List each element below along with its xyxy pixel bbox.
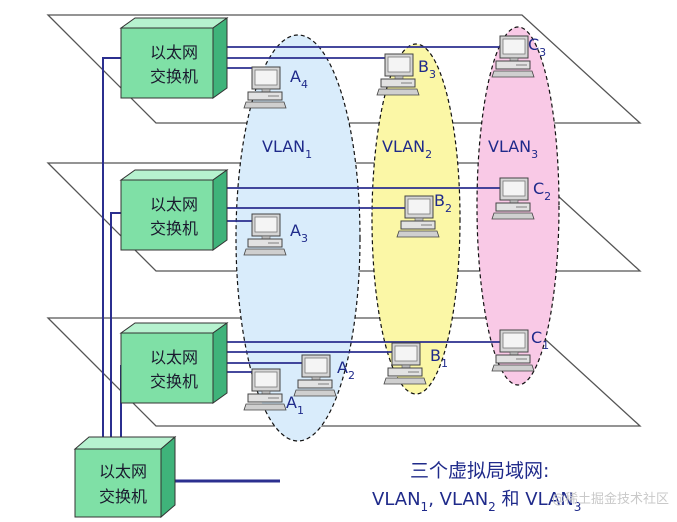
host-label-a2: A2 (337, 358, 355, 382)
switch-floor-3: 以太网 交换机 (119, 17, 229, 99)
uplinks (102, 57, 280, 483)
vlan1-region (235, 34, 361, 442)
host-label-b2: B2 (434, 191, 452, 215)
watermark: @稀土掘金技术社区 (552, 491, 669, 507)
switch-main: 以太网 交换机 (73, 435, 177, 519)
vlan3-label: VLAN3 (488, 137, 538, 161)
switch-label-line2: 交换机 (150, 67, 198, 86)
switch-label-line1: 以太网 (150, 348, 198, 367)
caption: 三个虚拟局域网: VLAN1, VLAN2 和 VLAN3 (372, 460, 581, 514)
host-labels: A4 A3 A2 A1 B3 B2 B1 C3 C2 C1 (286, 35, 551, 417)
switch-label-line1: 以太网 (150, 43, 198, 62)
switch-label-line1: 以太网 (99, 462, 147, 481)
switch-label-line1: 以太网 (150, 195, 198, 214)
host-label-b1: B1 (430, 346, 448, 370)
vlan1-label: VLAN1 (262, 137, 312, 161)
vlan2-label: VLAN2 (382, 137, 432, 161)
host-label-a3: A3 (290, 221, 308, 245)
switch-floor-1: 以太网 交换机 (119, 322, 229, 404)
vlan-labels: VLAN1 VLAN2 VLAN3 (262, 137, 538, 161)
switch-label-line2: 交换机 (99, 487, 147, 506)
host-label-b3: B3 (418, 57, 436, 81)
host-label-c1: C1 (531, 328, 549, 352)
caption-line2: VLAN1, VLAN2 和 VLAN3 (372, 489, 581, 514)
switch-label-line2: 交换机 (150, 219, 198, 238)
host-label-c3: C3 (528, 35, 546, 59)
host-label-c2: C2 (533, 179, 551, 203)
host-label-a1: A1 (286, 393, 304, 417)
switch-label-line2: 交换机 (150, 372, 198, 391)
caption-line1: 三个虚拟局域网: (410, 460, 549, 482)
host-label-a4: A4 (290, 67, 308, 91)
switch-floor-2: 以太网 交换机 (119, 169, 229, 251)
